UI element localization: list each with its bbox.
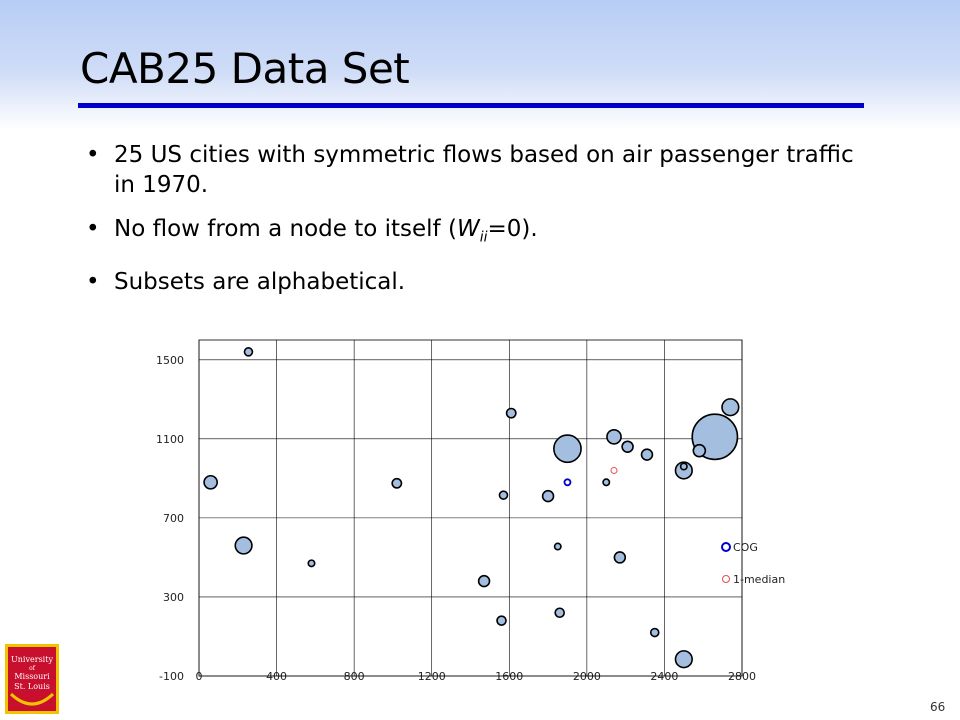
city-bubble (692, 443, 707, 458)
bullet-text-post: =0). (487, 216, 538, 242)
header-band (0, 0, 960, 130)
bullet-text: 25 US cities with symmetric flows based … (114, 142, 854, 198)
legend-cog-label: COG (733, 541, 758, 554)
logo-text-line1: University (11, 655, 53, 664)
title-underline (78, 103, 864, 108)
y-tick-label: -100 (159, 670, 184, 683)
city-bubble (553, 542, 562, 551)
city-bubble (674, 650, 693, 669)
x-tick-label: 2800 (728, 670, 756, 683)
city-bubble (243, 347, 254, 357)
city-bubble (613, 551, 627, 564)
x-tick-label: 2400 (650, 670, 678, 683)
city-bubble (554, 607, 565, 619)
city-bubble (307, 559, 316, 568)
x-tick-label: 2000 (573, 670, 601, 683)
page-number: 66 (930, 700, 946, 714)
city-bubble (640, 448, 654, 461)
city-bubble (477, 574, 491, 588)
bullet-list: • 25 US cities with symmetric flows base… (80, 140, 880, 311)
city-bubble (606, 428, 622, 445)
x-tick-label: 400 (266, 670, 287, 683)
logo-text-line3: Missouri (14, 672, 50, 681)
city-bubble (391, 477, 403, 489)
city-bubble (505, 407, 517, 419)
y-tick-label: 1100 (156, 433, 184, 446)
y-tick-label: 300 (163, 591, 184, 604)
slide-title: CAB25 Data Set (80, 44, 410, 93)
logo-shield (8, 647, 56, 711)
city-bubble (649, 627, 660, 638)
bullet-text: Subsets are alphabetical. (114, 268, 406, 295)
city-bubble (602, 478, 611, 487)
city-bubble (234, 536, 253, 555)
logo-arc (9, 692, 55, 706)
legend-cog-marker (721, 542, 731, 552)
legend-median-label: 1-median (733, 573, 785, 586)
logo-text-line4: St. Louis (14, 682, 50, 691)
city-bubble (496, 615, 507, 626)
city-bubble (721, 398, 740, 417)
bullet-subscript: ii (479, 229, 488, 246)
bullet-item: • Subsets are alphabetical. (80, 267, 880, 297)
y-tick-label: 700 (163, 512, 184, 525)
city-bubble (679, 462, 688, 471)
city-bubble (498, 490, 509, 500)
bullet-item: • 25 US cities with symmetric flows base… (80, 140, 880, 200)
bullet-item: • No flow from a node to itself (Wii=0). (80, 214, 880, 253)
x-tick-label: 0 (196, 670, 203, 683)
city-bubble (553, 434, 582, 464)
bubble-chart: 0 400 800 1200 1600 2000 2400 2800 -100 300 700 110… (156, 339, 785, 683)
logo-text-line2: of (29, 665, 36, 672)
bullet-dot: • (86, 142, 100, 168)
legend-median-marker (722, 575, 730, 583)
city-bubble (621, 440, 634, 453)
x-tick-label: 1600 (495, 670, 523, 683)
bullet-w-symbol: W (456, 216, 480, 242)
median-marker (610, 466, 618, 474)
city-bubble (203, 474, 218, 490)
bullet-dot: • (86, 268, 100, 295)
x-tick-label: 800 (344, 670, 365, 683)
y-tick-label: 1500 (156, 354, 184, 367)
bullet-dot: • (86, 216, 100, 242)
bullet-text-pre: No flow from a node to itself ( (114, 216, 457, 242)
city-bubble (541, 489, 555, 503)
plot-area (198, 339, 743, 677)
x-tick-label: 1200 (418, 670, 446, 683)
cog-marker (563, 478, 572, 487)
university-logo: University of Missouri St. Louis (5, 644, 59, 714)
